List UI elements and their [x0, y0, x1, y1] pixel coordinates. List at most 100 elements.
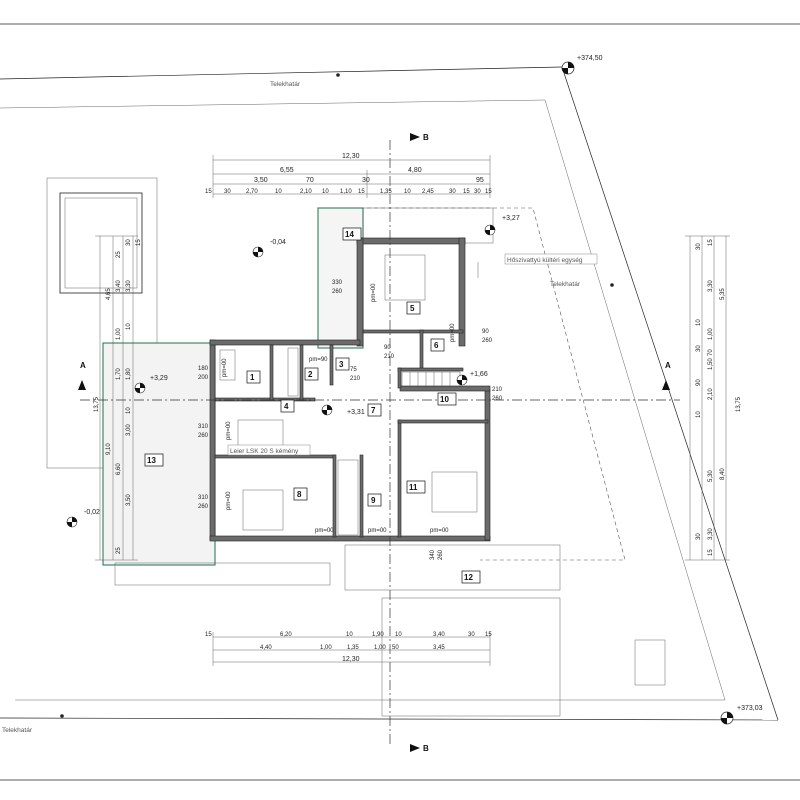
right-dim-c: 30 15 10 30 70 90 10 30 15: [696, 239, 714, 556]
bottom-dim-total: 12,30: [342, 656, 360, 663]
svg-text:1,35: 1,35: [347, 645, 359, 651]
top-dim-row3-d: 95: [476, 177, 484, 184]
svg-text:310: 310: [198, 424, 209, 430]
top-dim-row4: 15 30 2,70 10 2,10 10 1,10 15 1,35 10 2,…: [205, 189, 492, 195]
svg-text:4: 4: [284, 402, 289, 411]
svg-text:10: 10: [440, 395, 449, 404]
svg-text:260: 260: [332, 289, 343, 295]
right-dim-b: 3,30 1,00 1,50 2,10 5,30 3,30: [708, 280, 714, 540]
elevation-e4: +1,66: [470, 371, 488, 378]
right-dim-outer: 13,75: [736, 396, 742, 412]
pm-label-8: pm=00: [226, 491, 232, 510]
svg-text:13: 13: [147, 456, 156, 465]
room-label-4: 4: [280, 399, 295, 413]
svg-text:4,65: 4,65: [106, 288, 112, 300]
chimney-note: Leier LSK 20 S kémény: [230, 448, 299, 455]
top-elevation-label: +374,50: [577, 55, 603, 62]
svg-text:50: 50: [392, 645, 399, 651]
svg-text:3,45: 3,45: [433, 645, 445, 651]
svg-text:14: 14: [345, 230, 354, 239]
room-label-2: 2: [304, 367, 319, 381]
svg-text:200: 200: [198, 375, 209, 381]
bottom-dim-row2: 4,40 1,00 1,35 1,00 50 3,45: [260, 645, 445, 651]
section-a-label-right: A: [665, 361, 671, 370]
top-dim-row3-c: 30: [362, 177, 370, 184]
svg-text:330: 330: [332, 280, 343, 286]
room-label-6: 6: [430, 338, 445, 352]
svg-text:10: 10: [275, 189, 282, 195]
left-dim-b: 1,00 1,70 1,80 25 15 30 25 10 10: [116, 239, 142, 554]
svg-text:15: 15: [708, 239, 714, 246]
svg-text:90: 90: [482, 329, 489, 335]
svg-text:3,30: 3,30: [126, 280, 132, 292]
svg-text:30: 30: [449, 189, 456, 195]
right-dimensions: [685, 235, 730, 561]
svg-text:75: 75: [350, 367, 357, 373]
room-label-9: 9: [367, 493, 382, 507]
svg-text:3,40: 3,40: [116, 280, 122, 292]
svg-text:1,50: 1,50: [708, 358, 714, 370]
elevation-e3: +3,29: [150, 375, 168, 382]
svg-text:3: 3: [339, 360, 344, 369]
svg-text:260: 260: [198, 433, 209, 439]
svg-text:25: 25: [116, 547, 122, 554]
svg-text:15: 15: [358, 189, 365, 195]
svg-text:10: 10: [322, 189, 329, 195]
telekhatar-label-top: Telekhatár: [270, 81, 301, 88]
pm-label-6: pm=00: [450, 323, 456, 342]
svg-text:260: 260: [438, 549, 444, 560]
svg-text:15: 15: [205, 632, 212, 638]
section-b-label-bottom: B: [423, 744, 429, 753]
top-dim-total: 12,30: [342, 153, 360, 160]
telekhatar-label-bottom: Telekhatár: [2, 727, 33, 734]
svg-text:260: 260: [492, 396, 503, 402]
svg-text:30: 30: [696, 533, 702, 540]
bottom-dim-row1: 15 6,20 10 1,90 10 3,40 30 15: [205, 632, 492, 638]
top-dim-row3-b: 70: [306, 177, 314, 184]
svg-text:1,10: 1,10: [340, 189, 352, 195]
room-label-11: 11: [406, 480, 426, 494]
top-dim-row3-a: 3,50: [254, 177, 268, 184]
right-dim-a0: 5,35: [720, 288, 726, 300]
svg-text:15: 15: [485, 632, 492, 638]
svg-text:3,00: 3,00: [126, 424, 132, 436]
building-walls: [209, 237, 491, 542]
svg-text:1,00: 1,00: [374, 645, 386, 651]
svg-text:3,30: 3,30: [708, 528, 714, 540]
svg-text:210: 210: [384, 354, 395, 360]
svg-text:90: 90: [696, 379, 702, 386]
svg-text:260: 260: [198, 504, 209, 510]
svg-text:30: 30: [126, 239, 132, 246]
svg-text:8: 8: [297, 490, 302, 499]
svg-text:15: 15: [136, 239, 142, 246]
section-b-arrow-top: [410, 133, 420, 141]
svg-text:11: 11: [409, 483, 418, 492]
room-label-10: 10: [437, 392, 457, 406]
left-dim-mid: 9,10: [106, 443, 112, 455]
left-dim-outer: 13,75: [94, 396, 100, 412]
svg-text:10: 10: [404, 189, 411, 195]
svg-text:3,30: 3,30: [708, 280, 714, 292]
stair-outside: [634, 639, 666, 686]
bottom-dimensions: [212, 632, 491, 666]
pool-deck: [46, 177, 158, 469]
left-dim-a: 4,65 3,40 3,30 6,60 3,00 3,50: [106, 280, 132, 506]
svg-text:2,70: 2,70: [246, 189, 258, 195]
section-b-arrow-bottom: [410, 744, 420, 752]
room-label-1: 1: [246, 370, 261, 384]
room-label-13: 13: [144, 453, 164, 467]
elevation-e2: +3,27: [502, 215, 520, 222]
svg-text:10: 10: [126, 323, 132, 330]
svg-text:3,40: 3,40: [433, 632, 445, 638]
property-boundary: [0, 66, 779, 721]
top-dim-row2-a: 6,55: [280, 167, 294, 174]
svg-text:6,60: 6,60: [116, 463, 122, 475]
svg-text:1,00: 1,00: [320, 645, 332, 651]
opening-labels: 180 200 310 260 310 260 330 260 90 260 2…: [198, 280, 503, 560]
svg-text:1,00: 1,00: [116, 328, 122, 340]
pm-label-9: pm=00: [368, 528, 387, 534]
room-label-5: 5: [406, 301, 421, 315]
svg-text:210: 210: [492, 387, 503, 393]
pm-label-1: pm=00: [222, 358, 228, 377]
